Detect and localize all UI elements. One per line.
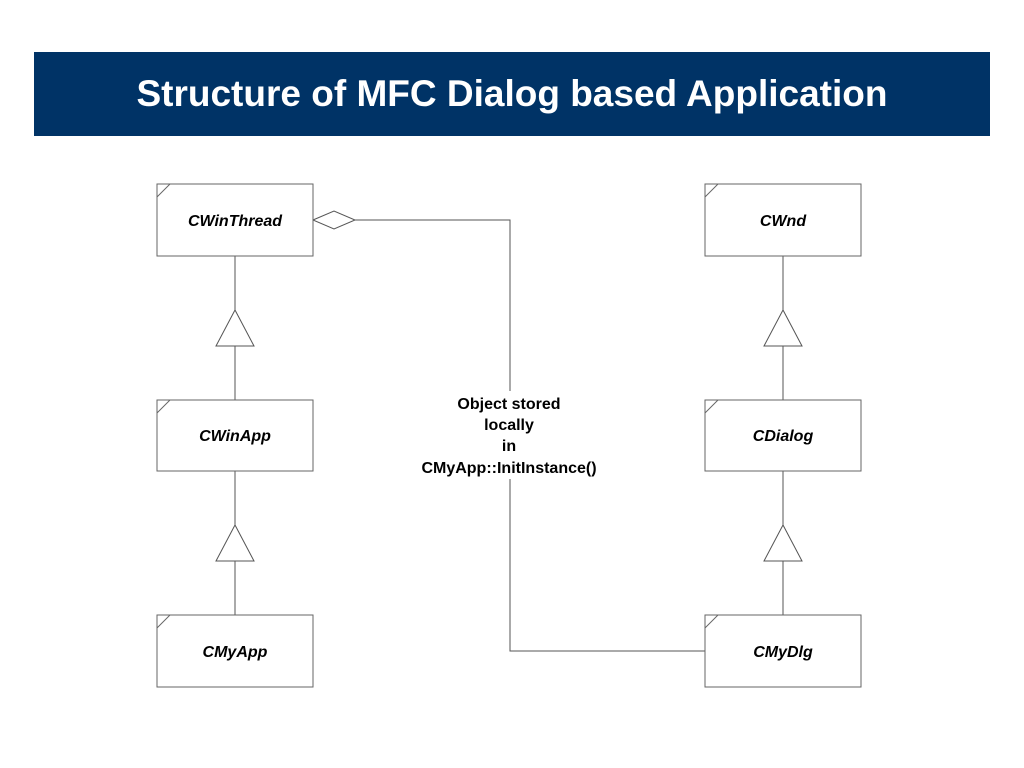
class-corner-mark <box>156 399 171 414</box>
class-name-cmyapp: CMyApp <box>203 644 268 661</box>
inheritance-arrow-cwnd <box>763 308 803 347</box>
class-corner-mark <box>704 399 719 414</box>
class-name-cwnd: CWnd <box>760 213 807 230</box>
inheritance-arrow-cdialog <box>763 523 803 562</box>
class-box-cmydlg: CMyDlg <box>704 614 862 688</box>
note-background <box>398 391 620 479</box>
slide-title: Structure of MFC Dialog based Applicatio… <box>136 73 888 114</box>
class-box-cwinapp: CWinApp <box>156 399 314 472</box>
class-box-cwnd: CWnd <box>704 183 862 257</box>
class-name-cmydlg: CMyDlg <box>753 644 813 661</box>
class-box-cdialog: CDialog <box>704 399 862 472</box>
class-box-cmyapp: CMyApp <box>156 614 314 688</box>
note-line-4: CMyApp::InitInstance() <box>421 460 596 477</box>
class-corner-mark <box>704 614 719 629</box>
aggregation-note: Object stored locally in CMyApp::InitIns… <box>421 396 596 477</box>
class-name-cwinapp: CWinApp <box>199 428 271 445</box>
class-corner-mark <box>704 183 719 198</box>
class-corner-mark <box>156 614 171 629</box>
inheritance-arrow-cwinthread <box>215 308 255 347</box>
aggregation-diamond <box>311 210 357 230</box>
inheritance-arrow-cwinapp <box>215 523 255 562</box>
title-bar: Structure of MFC Dialog based Applicatio… <box>34 52 990 136</box>
class-name-cwinthread: CWinThread <box>188 213 283 230</box>
class-name-cdialog: CDialog <box>753 428 814 445</box>
class-corner-mark <box>156 183 171 198</box>
note-line-3: in <box>502 438 516 455</box>
note-line-1: Object stored <box>457 396 560 413</box>
note-line-2: locally <box>484 417 534 434</box>
class-box-cwinthread: CWinThread <box>156 183 314 257</box>
